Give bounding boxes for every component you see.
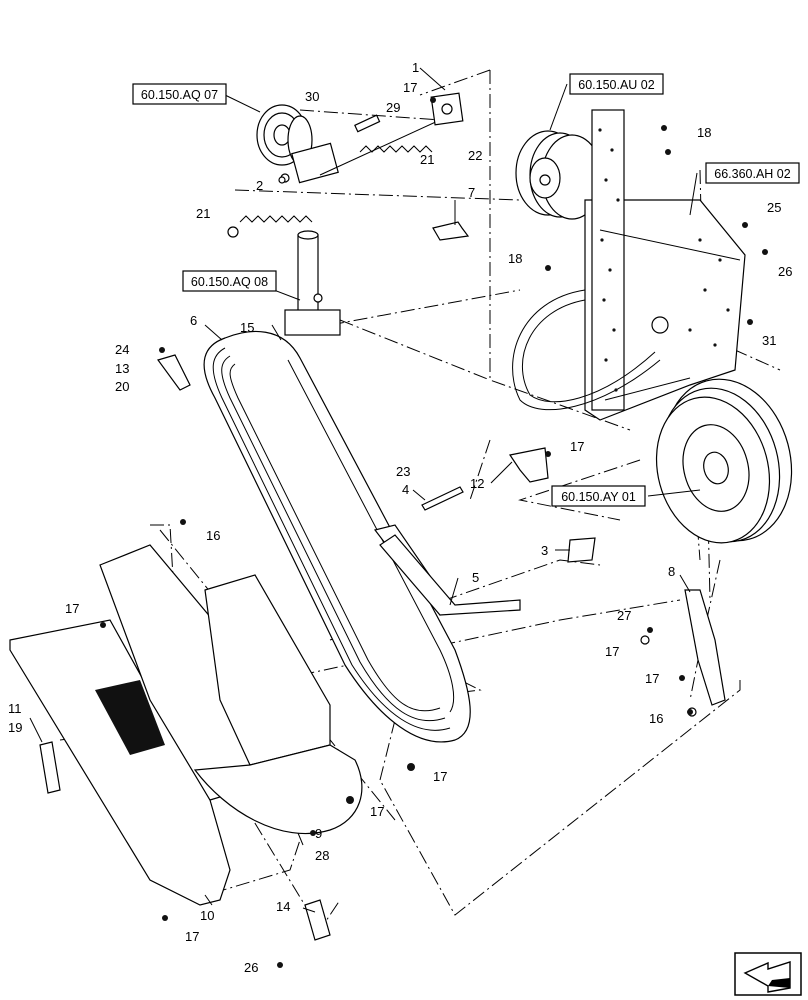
callout-20: 20: [115, 379, 129, 394]
ref-box-60150aq07[interactable]: 60.150.AQ 07: [132, 83, 227, 105]
callout-10: 10: [200, 908, 214, 923]
tensioner-post-assembly: [279, 230, 341, 350]
callout-21: 21: [196, 206, 210, 221]
callout-1: 1: [412, 60, 419, 75]
callout-17: 17: [433, 769, 447, 784]
frame-holes: [598, 128, 730, 392]
callout-numbers: 1 17 30 29 22 21 2 21 18 7 25 18 26 6 15…: [8, 60, 792, 975]
idler-pulley-assembly: [227, 92, 464, 238]
driven-pulley-assembly: [655, 378, 793, 544]
callout-9: 9: [315, 826, 322, 841]
callout-17: 17: [570, 439, 584, 454]
callout-5: 5: [472, 570, 479, 585]
callout-3: 3: [541, 543, 548, 558]
callout-17: 17: [403, 80, 417, 95]
drive-belt: [203, 330, 471, 743]
belt-guard-panels: [9, 544, 363, 906]
callout-17: 17: [605, 644, 619, 659]
svg-text:66.360.AH 02: 66.360.AH 02: [714, 167, 790, 181]
callout-13: 13: [115, 361, 129, 376]
callout-30: 30: [305, 89, 319, 104]
callout-4: 4: [402, 482, 409, 497]
callout-21: 21: [420, 152, 434, 167]
callout-18: 18: [697, 125, 711, 140]
callout-23: 23: [396, 464, 410, 479]
callout-6: 6: [190, 313, 197, 328]
svg-text:60.150.AU 02: 60.150.AU 02: [578, 78, 654, 92]
hardware-markers: [100, 97, 768, 968]
callout-16: 16: [206, 528, 220, 543]
callout-8: 8: [668, 564, 675, 579]
svg-text:60.150.AQ 08: 60.150.AQ 08: [191, 275, 268, 289]
spring-21-lower: [239, 215, 313, 223]
callout-27: 27: [617, 608, 631, 623]
callout-15: 15: [240, 320, 254, 335]
ref-box-60150ay01[interactable]: 60.150.AY 01: [551, 485, 646, 507]
tension-bracket: [373, 524, 521, 616]
reference-boxes: 60.150.AQ 07 60.150.AQ 08 60.150.AU 02 6…: [132, 73, 800, 507]
callout-17: 17: [185, 929, 199, 944]
svg-text:60.150.AQ 07: 60.150.AQ 07: [141, 88, 218, 102]
callout-29: 29: [386, 100, 400, 115]
ref-box-66360ah02[interactable]: 66.360.AH 02: [705, 162, 800, 184]
callout-26: 26: [244, 960, 258, 975]
ref-box-60150aq08[interactable]: 60.150.AQ 08: [182, 270, 277, 292]
svg-text:60.150.AY 01: 60.150.AY 01: [561, 490, 636, 504]
callout-31: 31: [762, 333, 776, 348]
callout-7: 7: [468, 185, 475, 200]
main-frame-plate: [512, 109, 746, 421]
callout-22: 22: [468, 148, 482, 163]
callout-17: 17: [645, 671, 659, 686]
callout-19: 19: [8, 720, 22, 735]
ref-box-60150au02[interactable]: 60.150.AU 02: [569, 73, 664, 95]
spring-21-upper: [359, 145, 433, 153]
callout-17: 17: [370, 804, 384, 819]
callout-17: 17: [65, 601, 79, 616]
callout-2: 2: [256, 178, 263, 193]
callout-16: 16: [649, 711, 663, 726]
navigation-arrow-icon[interactable]: [734, 952, 802, 996]
callout-14: 14: [276, 899, 290, 914]
callout-25: 25: [767, 200, 781, 215]
callout-26: 26: [778, 264, 792, 279]
callout-12: 12: [470, 476, 484, 491]
callout-18: 18: [508, 251, 522, 266]
callout-11: 11: [8, 701, 22, 716]
callout-24: 24: [115, 342, 129, 357]
drive-pulley-assembly: [515, 130, 603, 220]
callout-28: 28: [315, 848, 329, 863]
